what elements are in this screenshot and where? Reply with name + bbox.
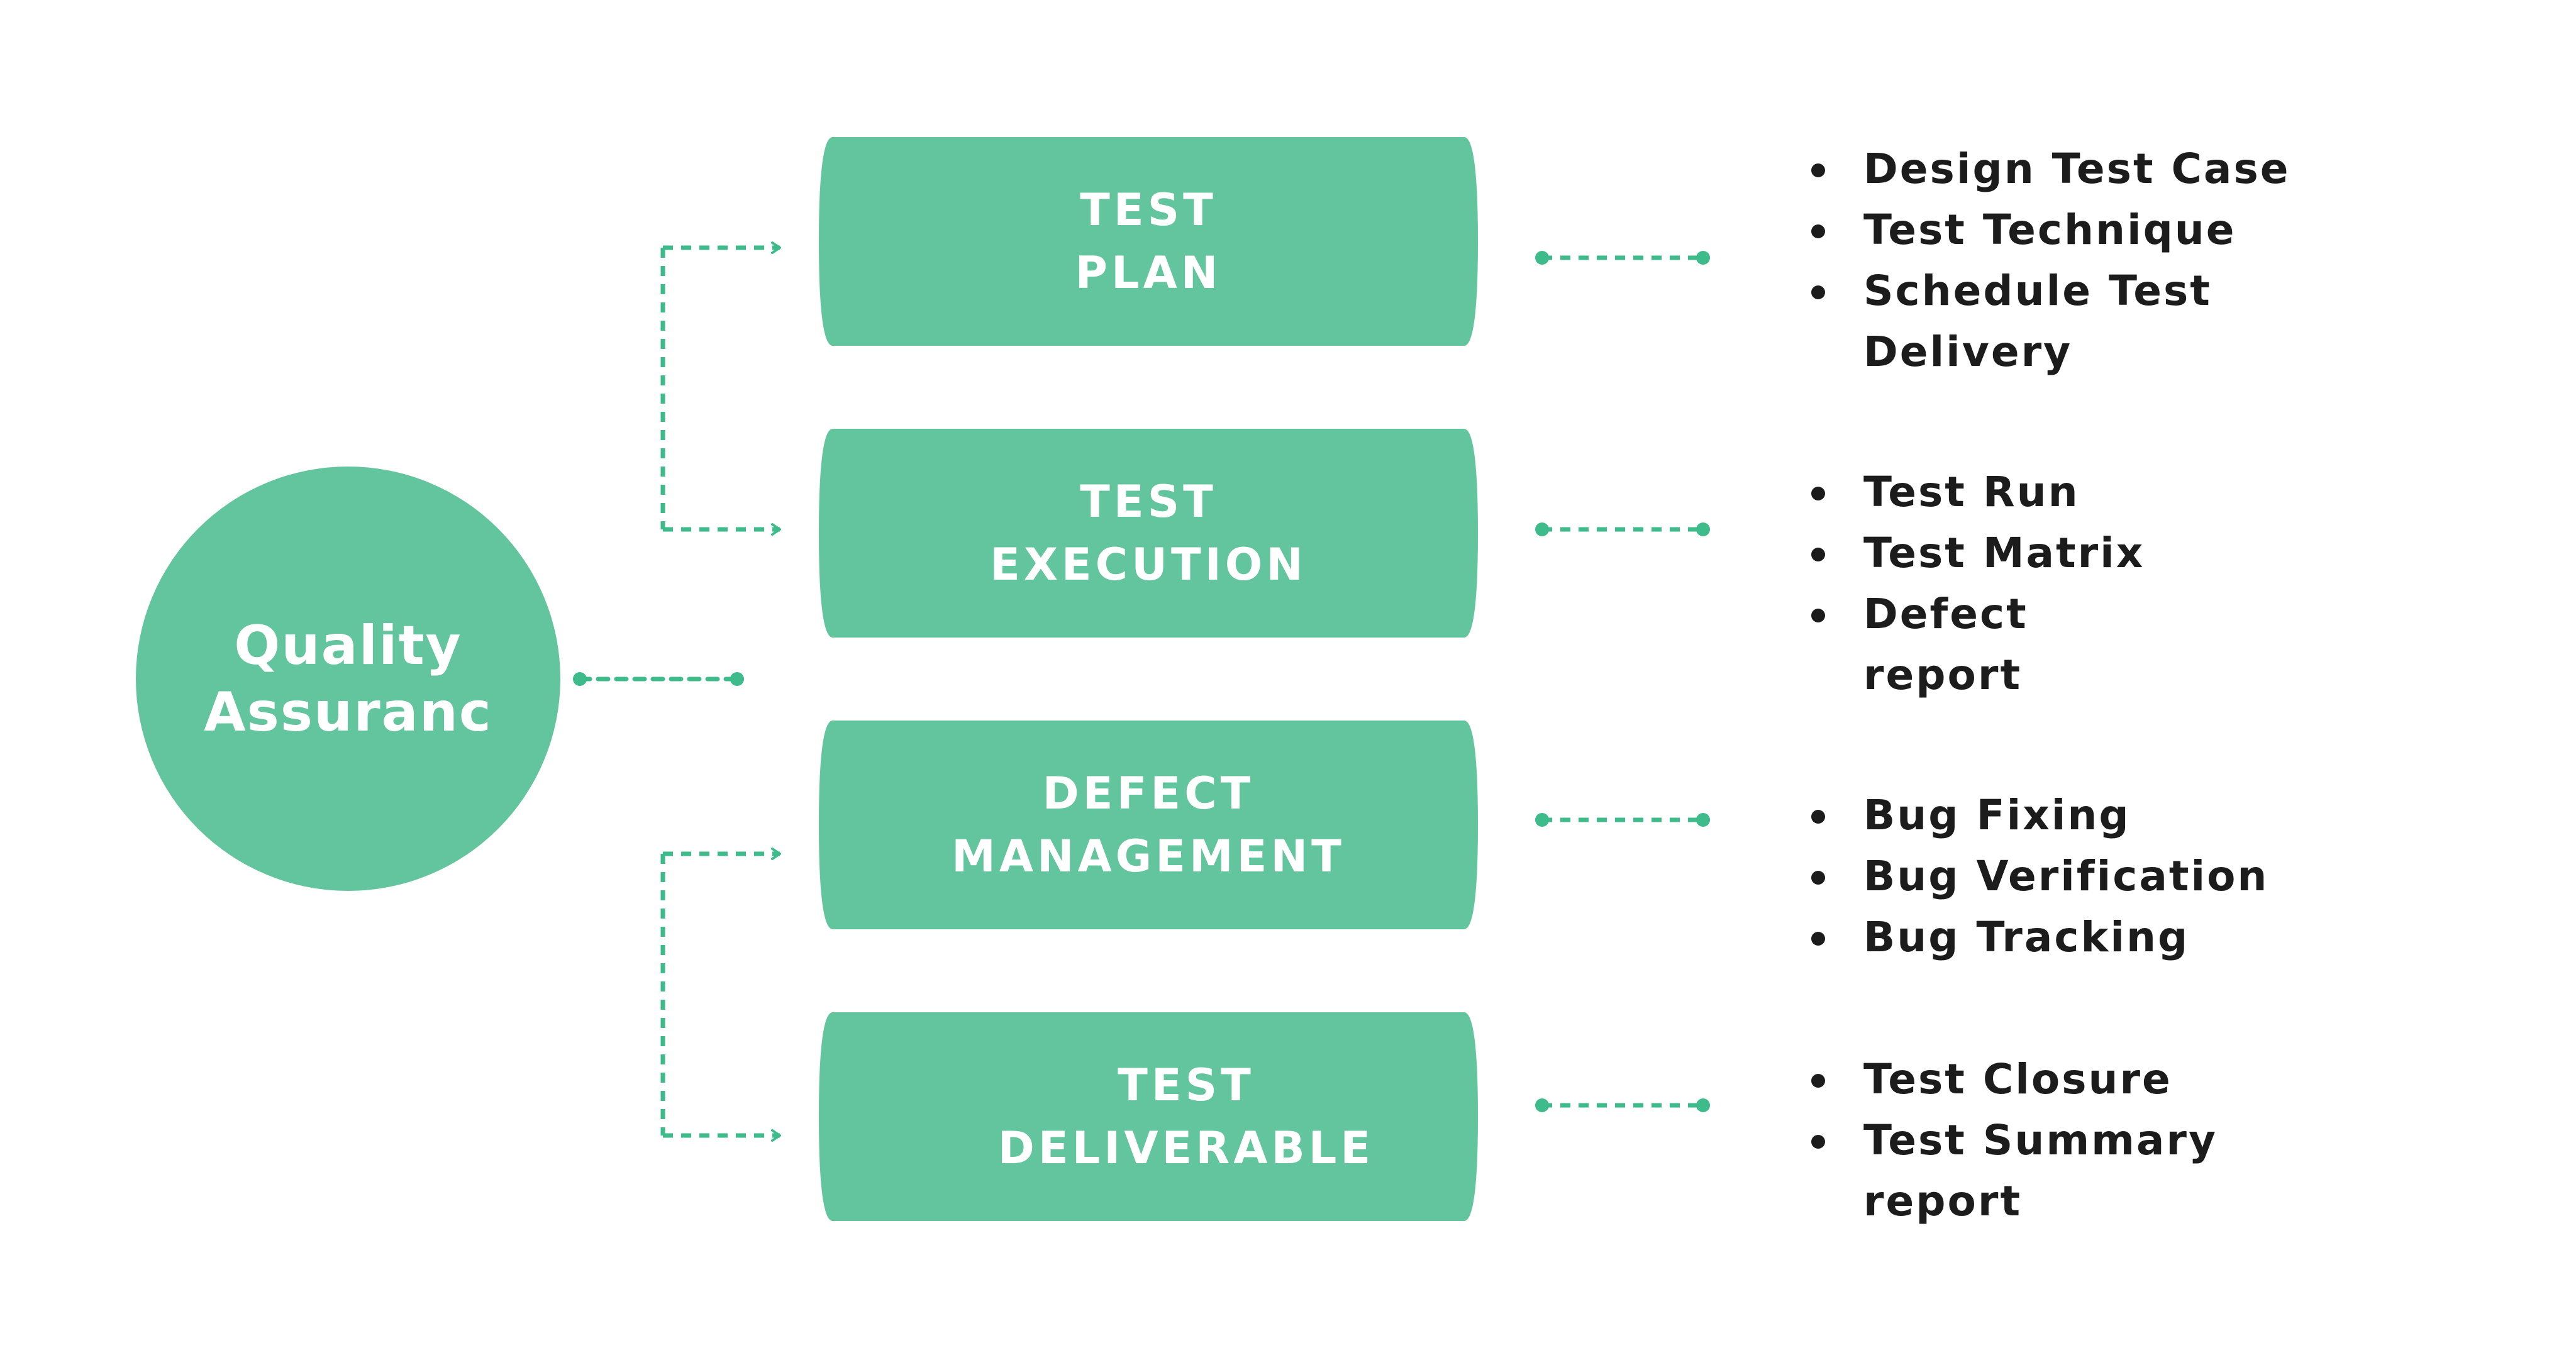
bullet-dot-icon (1811, 285, 1825, 299)
stage-shape (819, 721, 1478, 929)
bullet-dot-icon (1811, 932, 1825, 946)
bullet-dot-icon (1811, 871, 1825, 885)
bullet-dot-icon (1811, 1074, 1825, 1088)
list-item-text: Test Run (1863, 468, 2080, 516)
quality-assurance-hub: Quality Assuranc (136, 467, 560, 891)
stage-shape (819, 1012, 1478, 1221)
stage-defect-management: DEFECT MANAGEMENT (819, 721, 1478, 929)
list-item-text: Schedule Test Delivery (1863, 267, 2212, 376)
list-item-text: Bug Tracking (1863, 913, 2190, 961)
stage-label: TEST DELIVERABLE (997, 1059, 1375, 1174)
bullet-dot-icon (1811, 163, 1825, 177)
list-item-text: Bug Fixing (1863, 791, 2131, 839)
bullet-dot-icon (1811, 609, 1825, 622)
stage-label: DEFECT MANAGEMENT (952, 768, 1345, 882)
stage-shape (819, 137, 1478, 346)
list-item-text: Test Summary report (1863, 1116, 2218, 1225)
stage-2-bullet-connector (1535, 522, 1710, 536)
bullet-dot-icon (1811, 548, 1825, 561)
stage-label: TEST EXECUTION (990, 476, 1307, 590)
list-item-text: Bug Verification (1863, 852, 2269, 900)
stage-test-execution: TEST EXECUTION (819, 429, 1478, 638)
stage-4-bullet-connector (1535, 1098, 1710, 1112)
bullet-dot-icon (1811, 810, 1825, 824)
list-item-text: Test Matrix (1863, 529, 2145, 577)
bullet-dot-icon (1811, 1135, 1825, 1149)
bullet-dot-icon (1811, 224, 1825, 238)
stage-label: TEST PLAN (1075, 184, 1222, 299)
list-item-text: Design Test Case (1863, 145, 2290, 193)
stage-shape (819, 429, 1478, 638)
stage-test-plan: TEST PLAN (819, 137, 1478, 346)
list-item-text: Test Closure (1863, 1055, 2172, 1103)
list-item-text: Test Technique (1863, 206, 2236, 254)
hub-label: Quality Assuranc (204, 614, 492, 744)
lower-bracket-connector (660, 848, 781, 1142)
stage-1-bullet-connector (1535, 251, 1710, 265)
hub-connector (573, 672, 744, 686)
list-item-text: Defect report (1863, 590, 2028, 699)
bullet-dot-icon (1811, 487, 1825, 500)
stage-test-deliverable: TEST DELIVERABLE (819, 1012, 1478, 1221)
stage-3-bullet-connector (1535, 813, 1710, 827)
upper-bracket-connector (660, 241, 781, 536)
